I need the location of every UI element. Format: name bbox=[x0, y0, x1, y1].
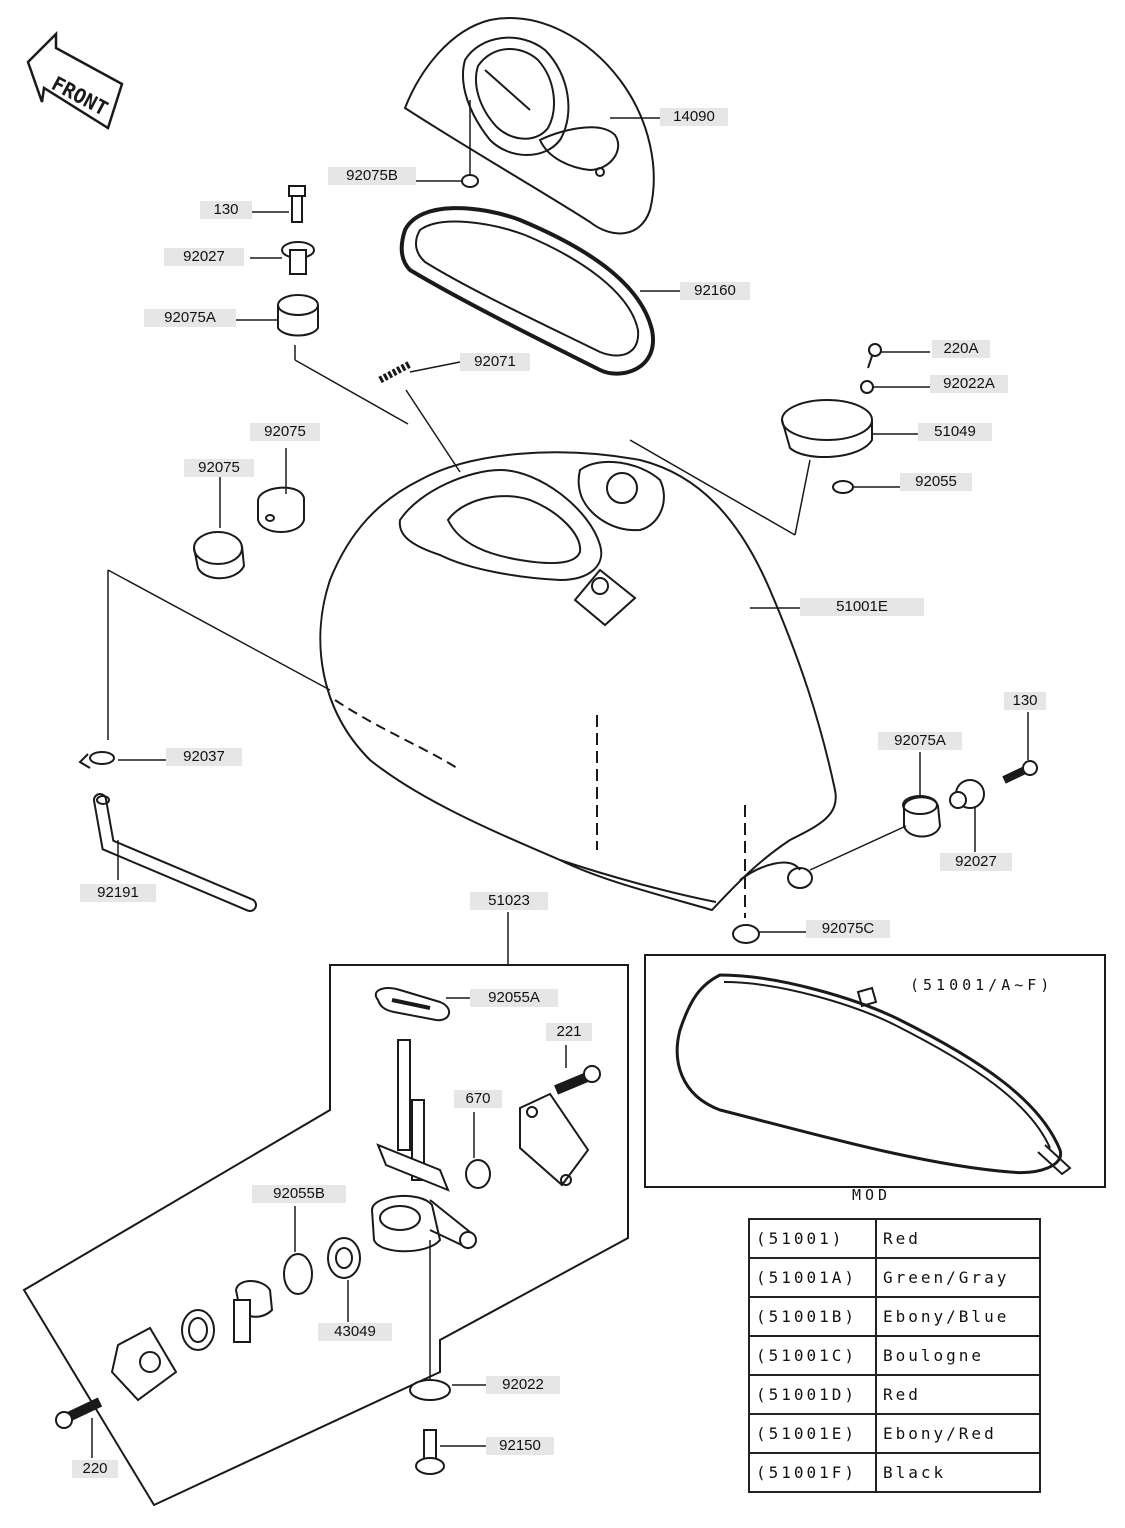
part-label-92027-top: 92027 bbox=[164, 248, 244, 266]
table-row: (51001)Red bbox=[748, 1218, 1041, 1259]
hose-92191-icon bbox=[93, 793, 257, 912]
mod-tank-icon bbox=[675, 973, 1072, 1176]
variant-color: Ebony/Blue bbox=[875, 1296, 1041, 1337]
table-row: (51001C)Boulogne bbox=[748, 1335, 1041, 1376]
part-label-14090: 14090 bbox=[660, 108, 728, 126]
nut-92022A-icon bbox=[860, 380, 874, 394]
variant-color: Ebony/Red bbox=[875, 1413, 1041, 1454]
variant-color: Red bbox=[875, 1218, 1041, 1259]
part-label-92022A: 92022A bbox=[930, 375, 1008, 393]
bolt-92150-icon bbox=[415, 1429, 486, 1475]
part-label-51001E: 51001E bbox=[800, 598, 924, 616]
table-row: (51001D)Red bbox=[748, 1374, 1041, 1415]
part-label-220: 220 bbox=[72, 1460, 118, 1478]
part-label-92191: 92191 bbox=[80, 884, 156, 902]
fuel-cock-body-icon bbox=[370, 1039, 477, 1380]
part-label-220A: 220A bbox=[932, 340, 990, 358]
part-label-92075B: 92075B bbox=[328, 167, 416, 185]
part-label-92160: 92160 bbox=[680, 282, 750, 300]
gasket-92055A-icon bbox=[374, 987, 470, 1022]
part-label-92075-b: 92075 bbox=[184, 459, 254, 477]
table-row: (51001E)Ebony/Red bbox=[748, 1413, 1041, 1454]
table-row: (51001A)Green/Gray bbox=[748, 1257, 1041, 1298]
fuel-tank bbox=[319, 451, 837, 918]
cover-plate-icon bbox=[110, 1326, 178, 1402]
part-label-92071: 92071 bbox=[460, 353, 530, 371]
bolt-220-icon bbox=[55, 1397, 103, 1458]
damper-92075-b-icon bbox=[257, 486, 305, 533]
part-label-130-top: 130 bbox=[200, 201, 252, 219]
variant-code: (51001C) bbox=[748, 1335, 877, 1376]
part-label-221: 221 bbox=[546, 1023, 592, 1041]
collar-92027-right-icon bbox=[949, 779, 985, 809]
ring-icon bbox=[181, 1309, 215, 1351]
damper-92075C-icon bbox=[732, 924, 760, 944]
part-label-92055A: 92055A bbox=[470, 989, 558, 1007]
part-label-51023: 51023 bbox=[470, 892, 548, 910]
washer-92022-icon bbox=[409, 1379, 486, 1401]
bolt-130-right-icon bbox=[1002, 760, 1038, 784]
part-label-130-right: 130 bbox=[1004, 692, 1046, 710]
mod-title: (51001/A~F) bbox=[910, 976, 1054, 994]
variant-color: Red bbox=[875, 1374, 1041, 1415]
spring-92071-icon bbox=[378, 360, 412, 384]
color-variant-table: (51001)Red (51001A)Green/Gray (51001B)Eb… bbox=[748, 1218, 1041, 1493]
variant-code: (51001) bbox=[748, 1218, 877, 1259]
variant-code: (51001B) bbox=[748, 1296, 877, 1337]
gasket bbox=[399, 206, 656, 376]
plate-icon bbox=[519, 1092, 590, 1187]
oring-670-icon bbox=[465, 1112, 491, 1189]
part-label-43049: 43049 bbox=[318, 1323, 392, 1341]
fuel-cock-assembly-outline bbox=[22, 964, 629, 1507]
mod-caption: MOD bbox=[852, 1186, 892, 1204]
clip-92037-icon bbox=[78, 751, 115, 769]
lever-icon bbox=[233, 1280, 274, 1343]
screw-221-icon bbox=[554, 1045, 601, 1095]
part-label-92027-right: 92027 bbox=[940, 853, 1012, 871]
collar-92027-top-icon bbox=[281, 241, 315, 275]
table-row: (51001B)Ebony/Blue bbox=[748, 1296, 1041, 1337]
part-label-51049: 51049 bbox=[918, 423, 992, 441]
bolt-130-top-icon bbox=[288, 185, 306, 223]
part-label-670: 670 bbox=[454, 1090, 502, 1108]
part-label-92022: 92022 bbox=[486, 1376, 560, 1394]
oring-92055B-icon bbox=[283, 1206, 313, 1295]
front-arrow-icon: FRONT bbox=[26, 30, 124, 130]
meter-cover bbox=[403, 17, 655, 235]
screw-220A-icon bbox=[867, 343, 882, 369]
variant-code: (51001F) bbox=[748, 1452, 877, 1493]
part-label-92150: 92150 bbox=[486, 1437, 554, 1455]
variant-code: (51001A) bbox=[748, 1257, 877, 1298]
part-label-92075C: 92075C bbox=[806, 920, 890, 938]
damper-92075B-icon bbox=[461, 174, 479, 188]
oring-92055-icon bbox=[832, 480, 854, 494]
part-label-92075A-top: 92075A bbox=[144, 309, 236, 327]
variant-code: (51001E) bbox=[748, 1413, 877, 1454]
part-label-92037: 92037 bbox=[166, 748, 242, 766]
part-label-92075-a: 92075 bbox=[250, 423, 320, 441]
damper-92075-a-icon bbox=[193, 531, 246, 580]
mod-box bbox=[644, 954, 1106, 1188]
damper-92075A-top-icon bbox=[277, 294, 319, 337]
leader-lines bbox=[107, 100, 1029, 965]
variant-color: Black bbox=[875, 1452, 1041, 1493]
table-row: (51001F)Black bbox=[748, 1452, 1041, 1493]
part-label-92075A-right: 92075A bbox=[878, 732, 962, 750]
damper-92075A-right-icon bbox=[902, 795, 942, 838]
part-label-92055: 92055 bbox=[900, 473, 972, 491]
seal-43049-icon bbox=[327, 1237, 361, 1322]
variant-color: Green/Gray bbox=[875, 1257, 1041, 1298]
variant-color: Boulogne bbox=[875, 1335, 1041, 1376]
part-label-92055B: 92055B bbox=[252, 1185, 346, 1203]
variant-code: (51001D) bbox=[748, 1374, 877, 1415]
cap-51049-icon bbox=[781, 399, 873, 458]
